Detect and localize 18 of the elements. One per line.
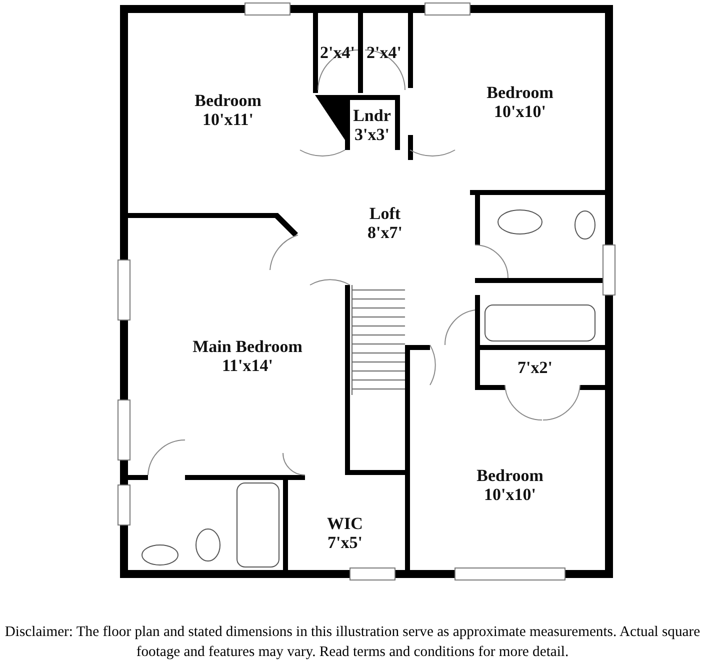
room-dimensions: 11'x14' (222, 356, 273, 374)
room-dimensions: 2'x4' (320, 43, 355, 62)
room-name: Bedroom (194, 91, 262, 110)
room-dimensions: 7'x2' (518, 358, 552, 376)
room-dimensions: 10'x11' (202, 110, 254, 129)
room-dimensions: 3'x3' (354, 125, 390, 144)
room-dimensions: 10'x10' (494, 102, 546, 121)
room-dimensions: 2'x4' (366, 43, 402, 62)
room-name: WIC (327, 514, 363, 532)
room-dimensions: 7'x5' (328, 532, 362, 552)
room-name: Bedroom (476, 466, 544, 485)
room-dimensions: 10'x10' (484, 485, 536, 504)
room-name: Loft (369, 204, 401, 222)
room-name: Lndr (353, 106, 391, 125)
room-name: Bedroom (486, 83, 554, 102)
disclaimer-text: Disclaimer: The floor plan and stated dimensions in this illustration serve as approximate measurements. Actual square footage and features may vary. Read terms and conditions for more detail. (4, 623, 702, 662)
room-dimensions: 8'x7' (368, 222, 402, 242)
room-name: Main Bedroom (192, 336, 302, 356)
